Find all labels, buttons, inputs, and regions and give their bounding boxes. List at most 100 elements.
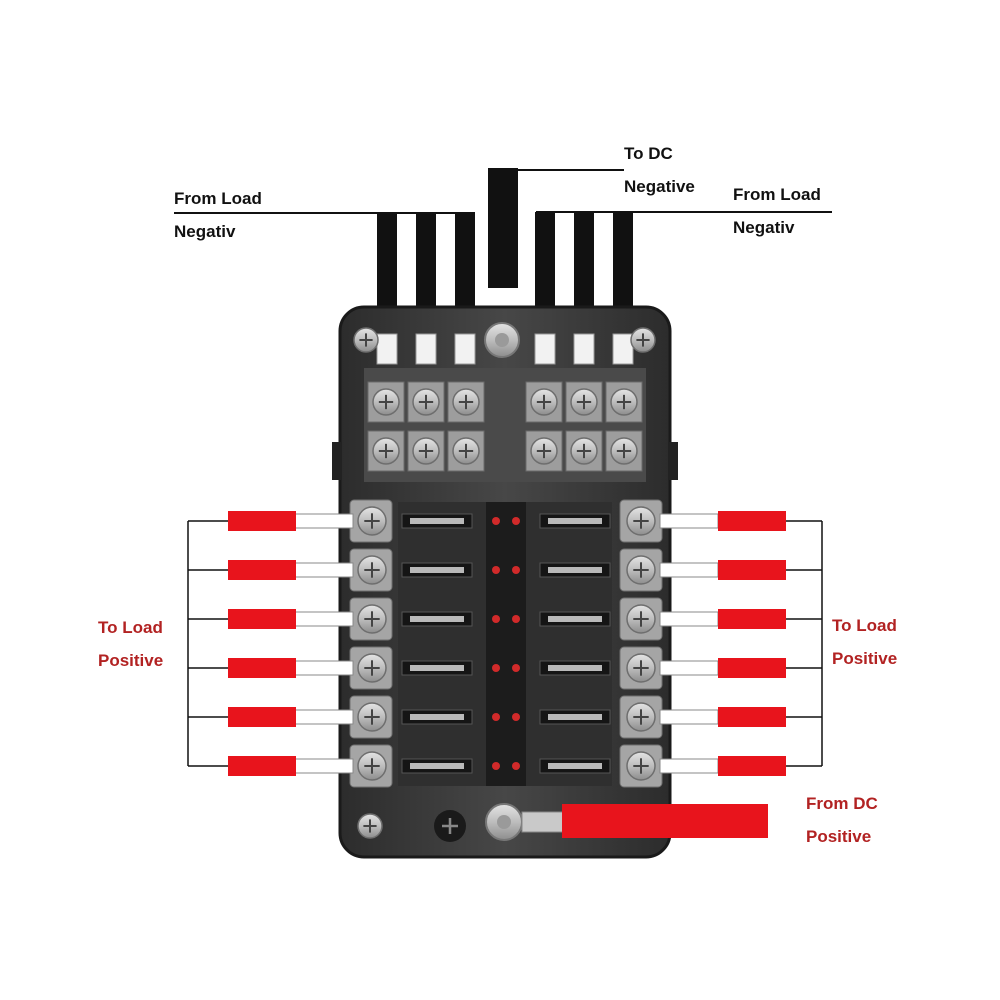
negative-bus-screw [372, 388, 400, 416]
load-wire-lug-right [659, 562, 719, 578]
negative-wire-left-1 [377, 212, 397, 334]
load-terminal-screw-right [626, 653, 656, 683]
label-to-dc-negative: To DC Negative [624, 137, 695, 203]
label-line-1: From Load [174, 189, 262, 208]
label-line-1: From Load [733, 185, 821, 204]
load-positive-wire-left [228, 707, 296, 727]
negative-wire-right-3 [613, 212, 633, 334]
load-wire-lug-left [294, 611, 354, 627]
label-to-load-positive-left: To Load Positive [98, 611, 163, 677]
load-positive-wire-left [228, 756, 296, 776]
load-wire-lug-right [659, 513, 719, 529]
fuse-indicator-led [492, 517, 500, 525]
negative-wire-right-1 [535, 212, 555, 334]
load-terminal-screw-right [626, 751, 656, 781]
load-terminal-screw-right [626, 604, 656, 634]
negative-bus-screw [530, 437, 558, 465]
fuse-indicator-led [512, 566, 520, 574]
negative-bus-screw [372, 437, 400, 465]
mounting-screw-icon [357, 813, 383, 839]
load-positive-wire-right [718, 756, 786, 776]
load-terminal-screw-left [357, 751, 387, 781]
fuse-indicator-led [512, 664, 520, 672]
load-positive-wire-right [718, 658, 786, 678]
fuse-indicator-led [492, 713, 500, 721]
load-positive-wire-right [718, 511, 786, 531]
negative-bus-screw [610, 437, 638, 465]
side-clip-right [668, 442, 678, 480]
label-line-2: Positive [806, 827, 872, 846]
negative-wire-lug [454, 333, 476, 365]
label-line-1: To DC [624, 144, 673, 163]
fuse-indicator-led [512, 762, 520, 770]
fuse-blade-left [410, 616, 464, 622]
load-positive-wire-left [228, 658, 296, 678]
negative-bus-area [364, 368, 646, 482]
fuse-blade-left [410, 763, 464, 769]
fuse-indicator-led [512, 517, 520, 525]
load-terminal-screw-left [357, 506, 387, 536]
load-wire-lug-right [659, 709, 719, 725]
fuse-blade-right [548, 763, 602, 769]
load-terminal-screw-right [626, 555, 656, 585]
label-line-1: To Load [832, 616, 897, 635]
dynamic-parts [187, 327, 823, 842]
dc-positive-stud [497, 815, 511, 829]
load-wire-lug-right [659, 660, 719, 676]
load-positive-wire-right [718, 609, 786, 629]
load-wire-lug-left [294, 513, 354, 529]
label-line-2: Positive [98, 651, 164, 670]
fuse-blade-right [548, 714, 602, 720]
negative-bus-screw [452, 388, 480, 416]
mounting-screw-icon [630, 327, 656, 353]
load-positive-wire-left [228, 609, 296, 629]
load-wire-lug-left [294, 758, 354, 774]
negative-bus-screw [530, 388, 558, 416]
load-terminal-screw-right [626, 702, 656, 732]
top-leader-lines [174, 169, 832, 214]
load-positive-wire-left [228, 560, 296, 580]
side-clip-left [332, 442, 342, 480]
fuse-blade-right [548, 616, 602, 622]
load-terminal-screw-left [357, 702, 387, 732]
fuse-indicator-led [512, 615, 520, 623]
dc-negative-stud [495, 333, 509, 347]
label-line-1: To Load [98, 618, 163, 637]
fuse-blade-left [410, 665, 464, 671]
negative-bus-screw [412, 388, 440, 416]
label-line-2: Negative [624, 177, 695, 196]
negative-bus-screw [610, 388, 638, 416]
dc-positive-insulation [562, 804, 768, 838]
fuse-indicator-led [492, 664, 500, 672]
negative-bus-screw [570, 388, 598, 416]
label-line-2: Positive [832, 649, 898, 668]
load-terminal-screw-left [357, 604, 387, 634]
negative-wire-lug [573, 333, 595, 365]
fuse-indicator-led [492, 566, 500, 574]
negative-bus-screw [452, 437, 480, 465]
load-wire-lug-left [294, 660, 354, 676]
label-line-2: Negativ [174, 222, 236, 241]
negative-wire-lug [612, 333, 634, 365]
load-positive-wire-right [718, 560, 786, 580]
label-line-1: From DC [806, 794, 878, 813]
load-positive-wire-right [718, 707, 786, 727]
fuse-indicator-led [492, 615, 500, 623]
label-to-load-positive-right: To Load Positive [832, 609, 897, 675]
load-wire-lug-left [294, 709, 354, 725]
label-line-2: Negativ [733, 218, 795, 237]
indicator-strip [486, 502, 526, 786]
label-from-load-negative-left: From Load Negativ [174, 182, 262, 248]
negative-bus-screw [570, 437, 598, 465]
mounting-screw-icon [353, 327, 379, 353]
load-terminal-screw-left [357, 653, 387, 683]
dc-positive-lug [521, 811, 565, 833]
fuse-blade-right [548, 518, 602, 524]
fuse-indicator-led [492, 762, 500, 770]
load-positive-wire-left [228, 511, 296, 531]
fuse-blade-right [548, 567, 602, 573]
negative-wires [377, 168, 633, 334]
negative-wire-lug [415, 333, 437, 365]
label-from-load-negative-right: From Load Negativ [733, 178, 821, 244]
